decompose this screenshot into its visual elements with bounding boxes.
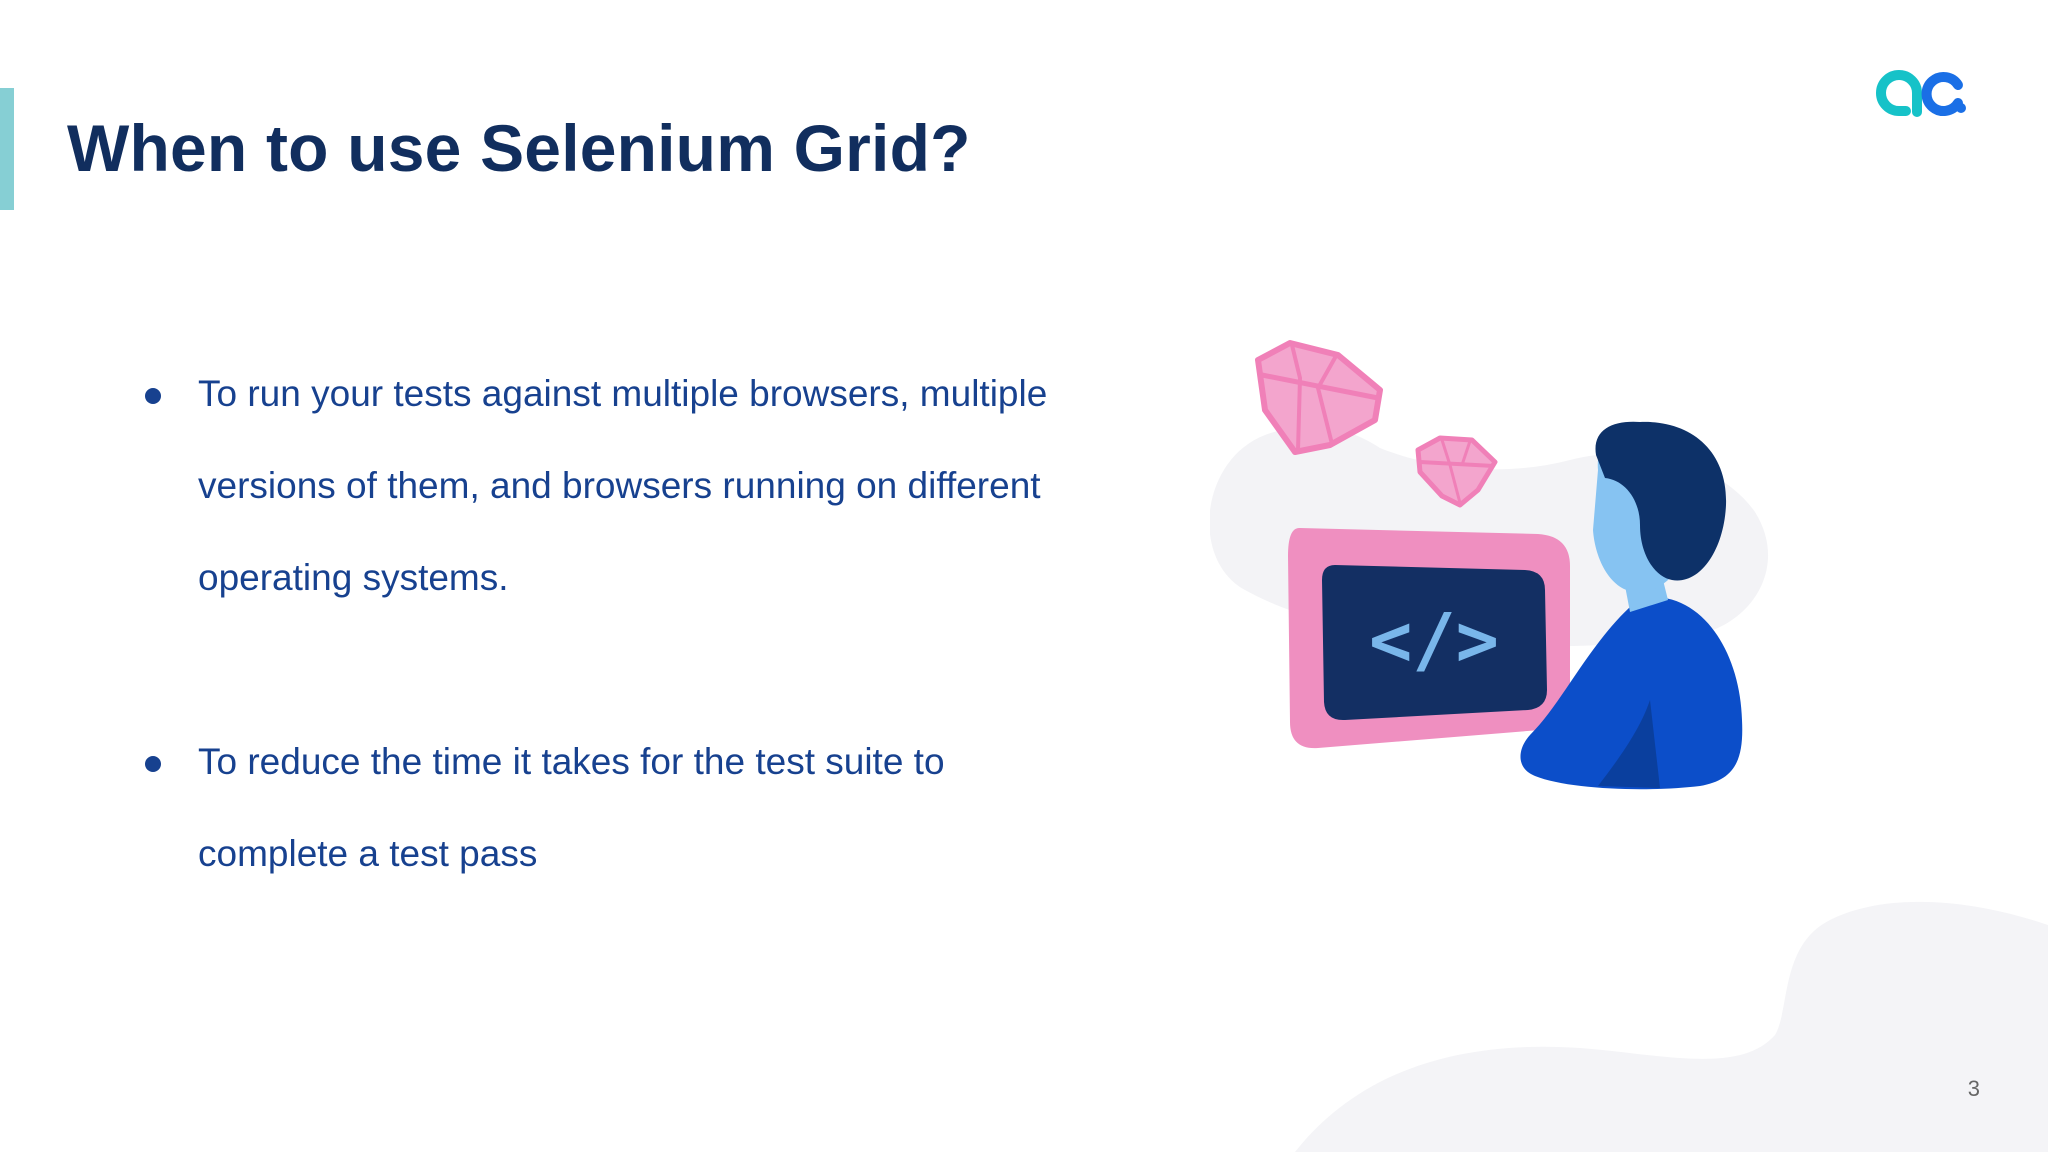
gem-icon: [1415, 435, 1498, 508]
bullet-line: operating systems.: [198, 557, 509, 598]
bullet-item: To run your tests against multiple brows…: [138, 348, 1138, 624]
bullet-marker: [145, 388, 161, 404]
bullet-list: To run your tests against multiple brows…: [138, 348, 1138, 900]
person-icon: [1520, 421, 1743, 790]
developer-at-monitor-illustration: </>: [1210, 340, 1769, 790]
shirt: [1520, 596, 1743, 790]
page-number: 3: [1967, 1076, 1980, 1101]
bullet-line: To reduce the time it takes for the test…: [198, 741, 945, 782]
title-accent-bar: [0, 88, 14, 210]
code-glyph-icon: </>: [1369, 598, 1499, 682]
monitor-screen: [1322, 565, 1547, 721]
bullet-marker: [145, 756, 161, 772]
bullet-item: To reduce the time it takes for the test…: [138, 716, 1138, 900]
slide-title: When to use Selenium Grid?: [67, 111, 971, 185]
hair: [1595, 421, 1727, 581]
bullet-line: versions of them, and browsers running o…: [198, 465, 1041, 506]
gem-icon: [1255, 340, 1383, 455]
ac-brand-logo: [1876, 70, 1966, 117]
bullet-line: To run your tests against multiple brows…: [198, 373, 1048, 414]
bullet-line: complete a test pass: [198, 833, 538, 874]
